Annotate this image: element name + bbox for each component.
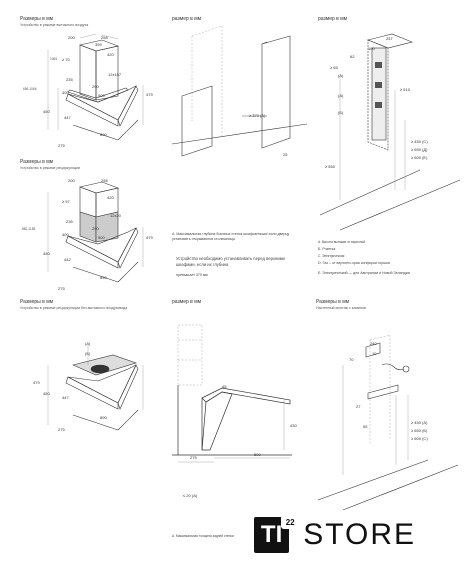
panel3-dim: ≥ 510 <box>400 87 410 92</box>
panel1-dim: 12x157 <box>108 72 122 77</box>
panel7-dim: 275 <box>58 427 65 432</box>
panel8-note: А. Максимальная толщина задней стенки <box>172 534 234 538</box>
store-logo: TI 22 STORE <box>254 514 416 556</box>
logo-mark: TI 22 <box>254 515 300 553</box>
panel3-dim: ≥ 600 (Е) <box>411 155 428 160</box>
panel5-note: превышает 370 мм <box>176 273 208 277</box>
panel9-dim: 27 <box>356 404 361 409</box>
panel6-note: Е. Электрический — для Австралии и Новой… <box>318 271 410 275</box>
wall-mount-drawing <box>319 33 461 231</box>
panel1-dim: 400 <box>62 90 69 95</box>
panel7-title: Размеры в мм <box>20 299 54 305</box>
panel3-dim: (А) <box>338 93 344 98</box>
panel9-dim: 70 <box>349 357 354 362</box>
logo-word: STORE <box>303 518 416 551</box>
hood-recirculation-drawing <box>47 181 144 283</box>
panel7-subtitle: Устройство в режиме рециркуляции без выт… <box>20 306 128 310</box>
panel6-note: А. Высота вытяжки от варочной <box>318 240 366 244</box>
panel2-title: размер в мм <box>172 16 202 22</box>
panel4-dim: 479 <box>146 235 153 240</box>
panel9-title: Размеры в мм <box>316 299 350 305</box>
panel3-dim: ≥ 450 (C) <box>411 139 428 144</box>
panel4-dim: 400 <box>62 232 69 237</box>
panel4-title: Размеры в мм <box>20 159 54 165</box>
panel1-dim: 890 <box>100 132 107 137</box>
panel1-dim: 479 <box>146 92 153 97</box>
panel1-dim: 420 <box>107 52 114 57</box>
panel9-dim: ≥ 450 (А) <box>411 420 428 425</box>
panel4-dim: 500 <box>98 235 105 240</box>
panel1-dim: 258 <box>101 35 108 40</box>
panel3-dim: ≥ 550 <box>325 164 335 169</box>
panel1-dim: 399 <box>95 42 102 47</box>
panel5-note: А. Максимальная глубина боковых стенок ш… <box>172 232 290 241</box>
panel1-dim: 275 <box>58 143 65 148</box>
panel9-subtitle: Настенный монтаж с каминов <box>316 306 366 310</box>
hood-no-duct-drawing <box>47 345 144 431</box>
panel5-note: Устройство необходимо устанавливать пере… <box>176 256 285 267</box>
panel4-dim: 450 <box>43 251 50 256</box>
panel4-subtitle: Устройство в режиме рециркуляции <box>20 166 81 170</box>
panel9-dim: ≥ 650 (Б) <box>411 428 428 433</box>
panel6-note: Б. Розетка <box>318 247 336 251</box>
panel9-dim: 10 <box>372 351 377 356</box>
cabinet-side-drawing <box>171 25 308 157</box>
side-profile-drawing <box>172 324 292 463</box>
panel3-dim: 257 <box>386 36 393 41</box>
panel6-note: С. Электрическая <box>318 254 345 258</box>
panel3-dim: 62 <box>350 54 355 59</box>
panel1-dim: 500 <box>98 93 105 98</box>
panel1-dim: 447 <box>64 115 71 120</box>
logo-prefix: TI <box>260 521 283 548</box>
hood-chimney-drawing-1 <box>47 33 144 141</box>
panel1-title: Размеры в мм <box>20 16 54 22</box>
panel3-dim: ≥ 650 (Д) <box>411 147 428 152</box>
panel7-dim: 890 <box>100 415 107 420</box>
panel4-dim: 235 <box>66 219 73 224</box>
panel7-dim: (Б) <box>85 351 91 356</box>
panel6-note: D. Газ – от верхнего края конфорки горшк… <box>318 261 390 265</box>
panel7-dim: 450 <box>43 391 50 396</box>
panel4-dim: 200 <box>68 178 75 183</box>
panel8-dim: 500 <box>254 452 261 457</box>
panel4-dim: 420 <box>107 195 114 200</box>
panel1-dim: 235 <box>66 77 73 82</box>
panel4-dim: 12x20 <box>110 213 121 218</box>
panel4-dim: ≥ 97 <box>62 199 70 204</box>
panel9-dim: 55 <box>363 424 368 429</box>
panel7-dim: 447 <box>62 395 69 400</box>
panel4-dim: 258 <box>101 178 108 183</box>
panel3-dim: ≥ 65 <box>330 65 338 70</box>
panel9-dim: ≥ 600 (C) <box>411 436 428 441</box>
panel4-dim: 442 <box>64 257 71 262</box>
panel4-dim: 882-1185 <box>22 227 36 231</box>
panel8-dim: 45 <box>222 384 227 389</box>
panel1-dim: 656-1066 <box>23 87 37 91</box>
panel3-dim: (А) <box>338 73 344 78</box>
panel1-dim: 1069 <box>50 57 58 61</box>
panel1-dim: 290 <box>92 84 99 89</box>
panel1-dim: ≥ 70 <box>62 57 70 62</box>
panel8-title: размер в мм <box>172 299 202 305</box>
panel2-dim: ≥ 370 (А) <box>249 113 266 118</box>
panel4-dim: 890 <box>100 275 107 280</box>
panel1-dim: 200 <box>68 35 75 40</box>
panel7-dim: 479 <box>33 380 40 385</box>
panel1-dim: 450 <box>43 109 50 114</box>
panel3-dim: 160 <box>368 46 375 51</box>
panel4-dim: 290 <box>92 226 99 231</box>
logo-superscript: 22 <box>281 515 300 529</box>
chimney-mount-drawing <box>317 334 459 511</box>
panel4-dim: 275 <box>58 286 65 291</box>
panel3-title: размер в мм <box>318 16 348 22</box>
panel1-subtitle: Устройство в режиме вытяжного воздуха <box>20 23 89 27</box>
panel8-dim: ≤ 20 (А) <box>183 493 198 498</box>
panel2-dim: 25 <box>283 152 288 157</box>
panel7-dim: (А) <box>85 341 91 346</box>
panel9-dim: 240 <box>370 341 377 346</box>
panel8-dim: 275 <box>190 455 197 460</box>
panel8-dim: 430 <box>290 423 297 428</box>
panel3-dim: (Б) <box>338 110 344 115</box>
